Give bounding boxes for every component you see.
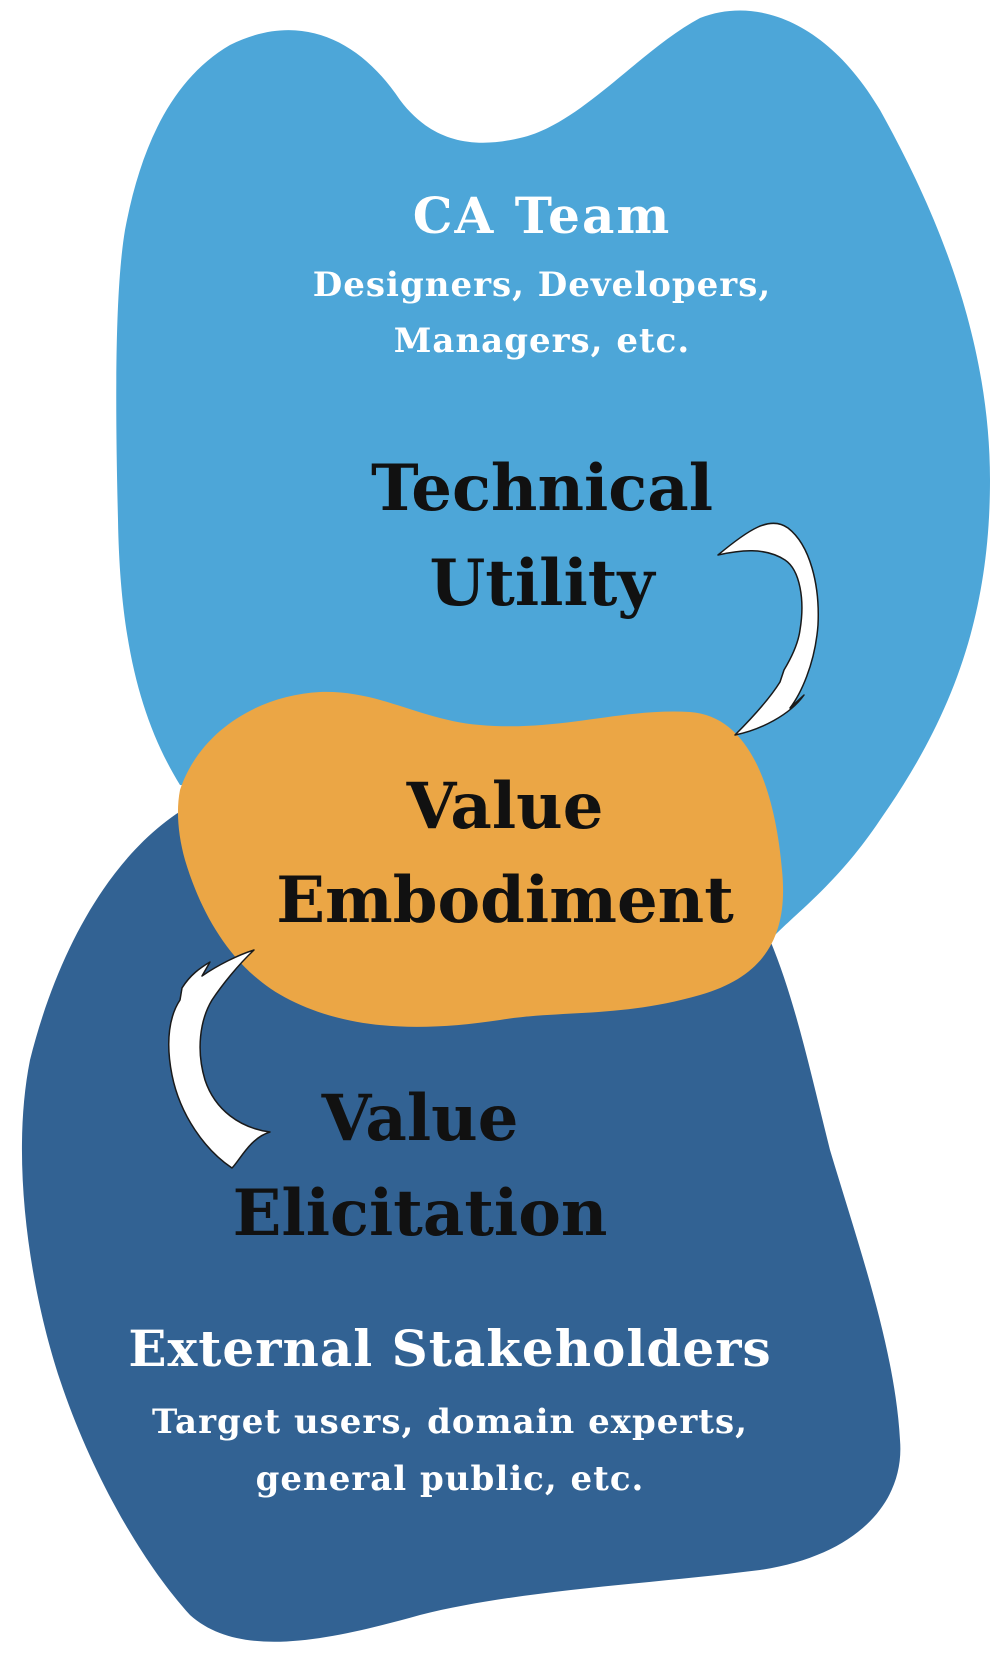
value-embodiment-label-line1: Value (406, 769, 604, 844)
ca-team-members-line1: Designers, Developers, (313, 265, 771, 305)
ca-team-title: CA Team (413, 186, 672, 245)
value-embodiment-region (177, 691, 784, 1027)
ca-team-members-line2: Managers, etc. (394, 321, 690, 361)
value-embodiment-label-line2: Embodiment (276, 863, 734, 938)
technical-utility-label-line2: Utility (429, 546, 656, 621)
external-stakeholders-members-line2: general public, etc. (256, 1459, 645, 1499)
technical-utility-label-line1: Technical (371, 451, 713, 526)
value-elicitation-label-line2: Elicitation (233, 1176, 608, 1251)
external-stakeholders-members-line1: Target users, domain experts, (152, 1402, 748, 1442)
curved-arrow-up-icon (167, 949, 271, 1169)
external-stakeholders-region (21, 788, 901, 1642)
curved-arrow-down-icon (717, 522, 819, 736)
value-elicitation-label-line1: Value (321, 1081, 519, 1156)
external-stakeholders-title: External Stakeholders (128, 1319, 771, 1378)
